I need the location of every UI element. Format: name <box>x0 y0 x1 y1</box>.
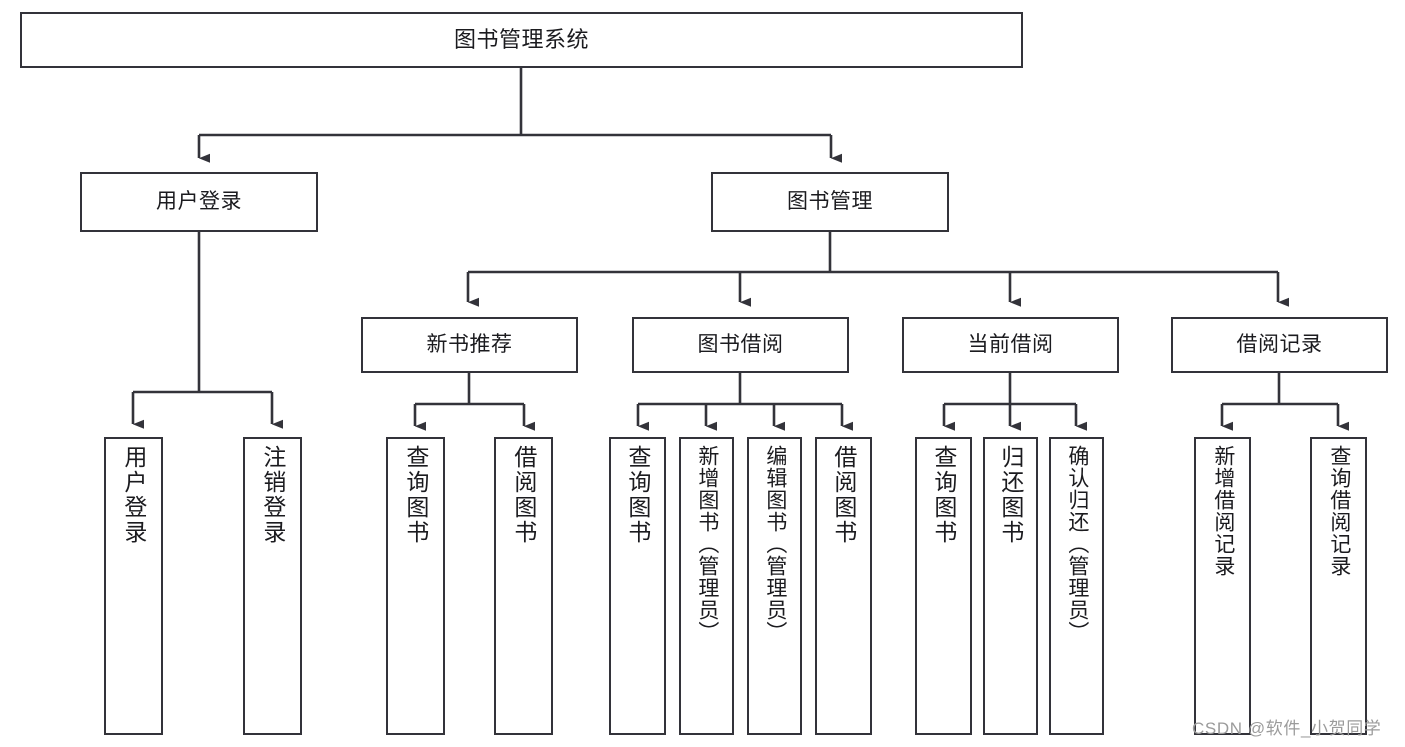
node-user-login[interactable]: 用户登录 <box>80 172 318 232</box>
leaf-borrow-book-recommend[interactable]: 借阅图书 <box>494 437 553 735</box>
node-root-system[interactable]: 图书管理系统 <box>20 12 1023 68</box>
node-label: 查询图书 <box>402 445 429 545</box>
node-borrow-record[interactable]: 借阅记录 <box>1171 317 1388 373</box>
node-label: 查询图书 <box>624 445 651 545</box>
node-label: 查询借阅记录 <box>1327 445 1351 577</box>
leaf-query-book-recommend[interactable]: 查询图书 <box>386 437 445 735</box>
node-label: 编辑图书（管理员） <box>763 445 787 643</box>
node-book-borrow[interactable]: 图书借阅 <box>632 317 849 373</box>
leaf-query-book-borrow[interactable]: 查询图书 <box>609 437 666 735</box>
leaf-logout[interactable]: 注销登录 <box>243 437 302 735</box>
leaf-query-borrow-record[interactable]: 查询借阅记录 <box>1310 437 1367 735</box>
node-label: 借阅记录 <box>1236 332 1323 356</box>
leaf-return-book[interactable]: 归还图书 <box>983 437 1038 735</box>
node-label: 新书推荐 <box>426 332 513 356</box>
leaf-user-login[interactable]: 用户登录 <box>104 437 163 735</box>
node-label: 图书管理系统 <box>453 27 589 53</box>
node-label: 用户登录 <box>120 445 147 545</box>
node-label: 归还图书 <box>997 445 1024 545</box>
node-label: 图书借阅 <box>697 332 784 356</box>
leaf-borrow-book[interactable]: 借阅图书 <box>815 437 872 735</box>
node-new-book-recommend[interactable]: 新书推荐 <box>361 317 578 373</box>
node-label: 当前借阅 <box>967 332 1054 356</box>
node-label: 确认归还（管理员） <box>1065 445 1089 643</box>
node-label: 注销登录 <box>259 445 286 545</box>
node-label: 图书管理 <box>787 189 873 213</box>
node-label: 借阅图书 <box>830 445 857 545</box>
node-current-borrow[interactable]: 当前借阅 <box>902 317 1119 373</box>
leaf-add-book-admin[interactable]: 新增图书（管理员） <box>679 437 734 735</box>
node-label: 借阅图书 <box>510 445 537 545</box>
node-label: 查询图书 <box>930 445 957 545</box>
node-label: 新增图书（管理员） <box>695 445 719 643</box>
leaf-query-book-current[interactable]: 查询图书 <box>915 437 972 735</box>
node-label: 用户登录 <box>156 189 242 213</box>
leaf-confirm-return-admin[interactable]: 确认归还（管理员） <box>1049 437 1104 735</box>
leaf-edit-book-admin[interactable]: 编辑图书（管理员） <box>747 437 802 735</box>
node-label: 新增借阅记录 <box>1211 445 1235 577</box>
leaf-add-borrow-record[interactable]: 新增借阅记录 <box>1194 437 1251 735</box>
csdn-watermark: CSDN @软件_小贺同学 <box>1192 719 1382 738</box>
node-book-manage[interactable]: 图书管理 <box>711 172 949 232</box>
